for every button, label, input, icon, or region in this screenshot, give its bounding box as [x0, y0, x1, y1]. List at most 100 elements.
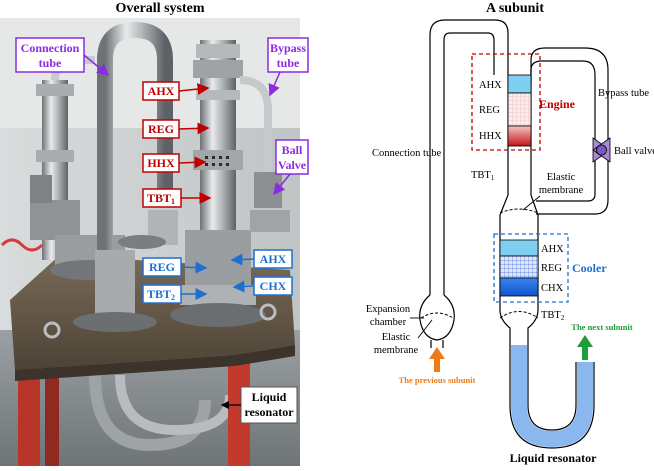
tbt2-label-sub: 2 — [171, 293, 175, 302]
tbt2-label: TBT2 — [147, 287, 175, 302]
bypass-tube-label-line2: tube — [277, 56, 300, 70]
expansion-chamber-membrane — [420, 312, 454, 319]
ahx-hot-label: AHX — [148, 84, 175, 98]
cooler-text: Cooler — [572, 261, 607, 275]
eyebolt-right — [259, 303, 277, 321]
tbt1-label-sub: 1 — [171, 197, 175, 206]
tbt-membrane-text-line2: membrane — [539, 185, 584, 196]
cooler-reg-text: REG — [541, 263, 562, 274]
cooler-ahx-text: AHX — [541, 244, 564, 255]
ahx-block-photo — [193, 60, 243, 78]
ahx-hot-pointer — [178, 83, 210, 96]
reg-hot-label: REG — [148, 122, 174, 136]
connection-tube-arch — [97, 21, 173, 290]
tbt2-membrane — [499, 311, 539, 319]
engine-reg-text: REG — [479, 105, 500, 116]
expansion-chamber-text-line2: chamber — [370, 317, 407, 328]
bypass-tube-inner — [530, 60, 596, 202]
reg-cold-pointer — [180, 261, 208, 274]
right-labels: Connection tube Bypass tube Ball valve A… — [366, 80, 654, 465]
cooler-ahx-block — [499, 239, 539, 257]
expansion-chamber-text-line1: Expansion — [366, 304, 411, 315]
center-base-plate — [118, 235, 166, 249]
liquid-column — [511, 345, 593, 447]
bypass-tube-outer — [530, 47, 609, 215]
ball-valve-label-line2: Valve — [278, 158, 307, 172]
bypass-tube-label-line1: Bypass — [270, 41, 306, 55]
connection-tube-label-line2: tube — [39, 56, 62, 70]
table-leg-right — [228, 340, 250, 466]
ball-valve-symbol — [592, 137, 611, 163]
engine-dashed-box — [471, 53, 541, 151]
tbt2-bottom-left — [499, 309, 511, 345]
next-subunit-text: The next subunit — [571, 322, 633, 332]
engine-ahx-block — [507, 74, 532, 94]
engine-reg-block — [507, 92, 532, 127]
elastic-membrane2-text-line1: Elastic — [382, 332, 411, 343]
left-labels: Connection tube Bypass tube Ball Valve A… — [15, 37, 309, 424]
valve-back-left — [30, 175, 52, 203]
bypass-tube-text: Bypass tube — [598, 88, 649, 99]
table-leg-left-back — [45, 365, 59, 466]
table-leg-left — [18, 355, 40, 466]
engine-text: Engine — [539, 97, 576, 111]
hhx-block-photo — [193, 150, 243, 170]
cooler-chx-block — [499, 277, 539, 297]
chx-pointer — [232, 280, 255, 293]
lower-u-tube-2 — [115, 374, 235, 436]
connection-tube-label-box — [15, 37, 85, 73]
ahx-cold-label: AHX — [260, 252, 287, 266]
tbt2-text: TBT2 — [541, 310, 565, 322]
tbt1-label: TBT1 — [147, 191, 175, 206]
bypass-tube-pointer — [268, 71, 281, 97]
hhx-label: HHX — [147, 156, 175, 170]
liquid-resonator-text: Liquid resonator — [510, 451, 597, 465]
schematic — [419, 19, 611, 449]
flange-main-top — [196, 44, 240, 58]
chx-block-photo — [180, 285, 256, 305]
reg-hot-pointer — [178, 122, 210, 135]
next-subunit-arrow — [577, 335, 593, 360]
heater-back-left — [30, 200, 80, 240]
bypass-fitting-photo — [250, 210, 290, 232]
connection-tube-text: Connection tube — [372, 148, 441, 159]
tbt-elastic-membrane — [499, 208, 539, 214]
connection-tube-outer — [429, 19, 509, 295]
engine-ahx-text: AHX — [479, 80, 502, 91]
chx-label: CHX — [260, 279, 287, 293]
tbt2-text-main: TBT — [541, 310, 561, 321]
tbt1-text-sub: 1 — [491, 174, 495, 182]
cooler-reg-block — [499, 255, 539, 279]
left-panel-title: Overall system — [115, 1, 204, 16]
flange-main-2 — [196, 90, 240, 100]
cooler-dashed-box — [493, 233, 569, 303]
right-panel-title: A subunit — [486, 1, 544, 16]
liquid-resonator-label-line1: Liquid — [252, 390, 287, 404]
cooler-chx-text: CHX — [541, 283, 564, 294]
elastic-membrane2-text-line2: membrane — [374, 345, 419, 356]
expansion-chamber-photo — [95, 250, 135, 320]
tbt1-text: TBT1 — [471, 170, 495, 182]
engine-hhx-text: HHX — [479, 131, 502, 142]
tbt-membrane-text-line1: Elastic — [547, 172, 576, 183]
liquid-resonator-label-line2: resonator — [244, 405, 294, 419]
hhx-pointer — [178, 156, 207, 169]
ahx-cold-pointer — [230, 253, 255, 266]
red-hose — [0, 238, 44, 252]
base-plate-front-left — [73, 312, 157, 332]
table-edge — [15, 345, 295, 381]
flange-back-left-mid — [36, 150, 74, 162]
connection-tube-pointer — [83, 54, 110, 76]
ball-valve-text: Ball valve — [614, 146, 654, 157]
expansion-chamber-shell — [419, 294, 455, 341]
ball-valve-pointer — [273, 173, 291, 196]
base-plate-main — [170, 303, 266, 327]
previous-subunit-text: The previous subunit — [399, 375, 476, 385]
tbt2-text-sub: 2 — [561, 314, 565, 322]
tbt1-label-main: TBT — [147, 191, 171, 205]
ball-valve-label-line1: Ball — [282, 143, 303, 157]
previous-subunit-arrow — [429, 347, 445, 372]
connection-tube-label-line1: Connection — [21, 41, 80, 55]
